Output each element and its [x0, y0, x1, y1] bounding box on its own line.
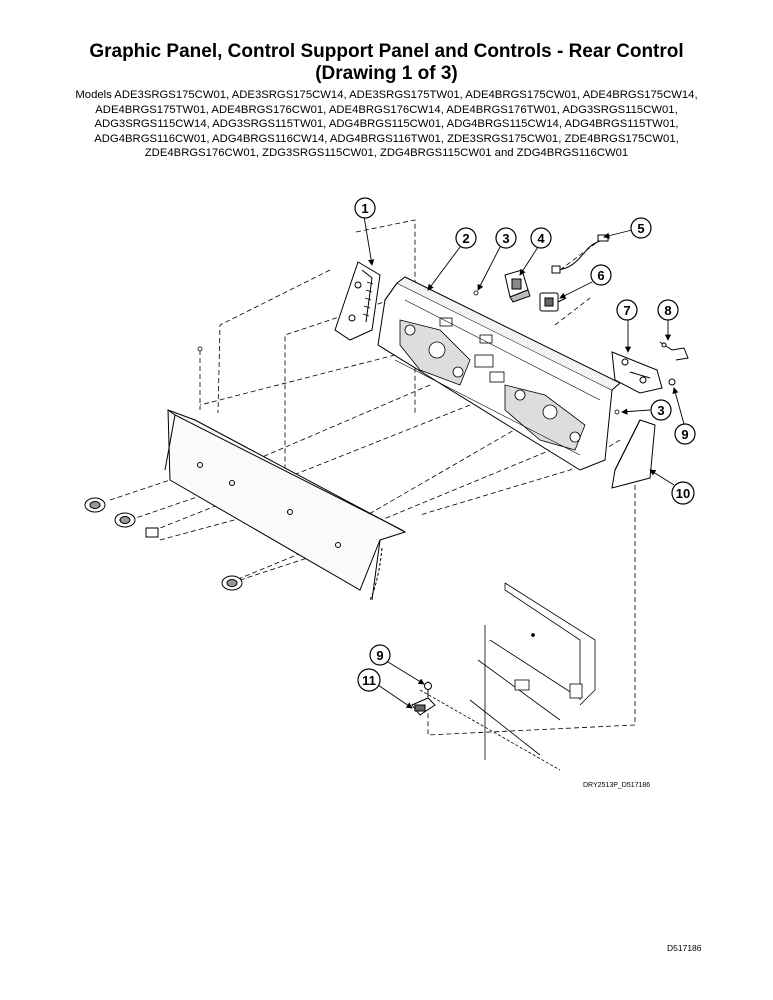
callout-1: 1	[354, 197, 376, 219]
callout-2: 2	[455, 227, 477, 249]
callout-3: 3	[650, 399, 672, 421]
svg-text:7: 7	[623, 303, 630, 318]
callout-9: 9	[674, 423, 696, 445]
cabinet-top	[419, 582, 596, 771]
callout-8: 8	[657, 299, 679, 321]
svg-text:1: 1	[361, 201, 368, 216]
callout-5: 5	[630, 217, 652, 239]
control-bracket	[611, 351, 663, 394]
svg-text:2: 2	[462, 231, 469, 246]
graphic-panel	[164, 409, 407, 601]
wire-clip	[659, 341, 689, 361]
page-subtitle: (Drawing 1 of 3)	[315, 63, 458, 84]
model-line: ZDE4BRGS176CW01, ZDG3SRGS115CW01, ZDG4BR…	[144, 147, 629, 160]
push-button	[145, 527, 159, 538]
screw	[668, 378, 676, 386]
model-list: Models ADE3SRGS175CW01, ADE3SRGS175CW14,…	[50, 88, 723, 161]
callout-7: 7	[616, 299, 638, 321]
screw	[197, 290, 620, 415]
page-title: Graphic Panel, Control Support Panel and…	[89, 41, 684, 62]
svg-text:3: 3	[657, 403, 664, 418]
callout-4: 4	[530, 227, 552, 249]
hinge-bracket	[411, 697, 436, 716]
model-line: Models ADE3SRGS175CW01, ADE3SRGS175CW14,…	[75, 89, 698, 101]
model-line: ADG4BRGS116CW01, ADG4BRGS116CW14, ADG4BR…	[94, 132, 679, 145]
svg-text:9: 9	[376, 648, 383, 663]
screw	[424, 682, 432, 697]
callout-3: 3	[495, 227, 517, 249]
model-line: ADG3SRGS115CW14, ADG3SRGS115TW01, ADG4BR…	[94, 118, 679, 131]
svg-text:10: 10	[676, 486, 690, 501]
timer-control	[504, 269, 531, 303]
callout-11: 11	[357, 668, 381, 692]
push-switch	[539, 292, 567, 312]
left-end-cap	[334, 261, 381, 341]
control-knob	[221, 575, 243, 591]
document-number: D517186	[667, 943, 702, 953]
drawing-reference: DRY2513P_D517186	[583, 782, 651, 789]
callout-6: 6	[590, 264, 612, 286]
svg-text:4: 4	[537, 231, 545, 246]
leader-lines	[363, 215, 685, 709]
model-line: ADE4BRGS175TW01, ADE4BRGS176CW01, ADE4BR…	[95, 103, 678, 116]
svg-text:5: 5	[637, 221, 644, 236]
control-knob	[114, 512, 136, 528]
svg-text:6: 6	[597, 268, 604, 283]
callout-9: 9	[369, 644, 391, 666]
svg-text:3: 3	[502, 231, 509, 246]
control-knob	[84, 497, 106, 513]
svg-text:8: 8	[664, 303, 671, 318]
callout-10: 10	[671, 481, 695, 505]
svg-text:9: 9	[681, 427, 688, 442]
right-end-cap	[611, 419, 656, 489]
svg-text:11: 11	[362, 673, 376, 688]
control-support-panel	[377, 276, 621, 471]
